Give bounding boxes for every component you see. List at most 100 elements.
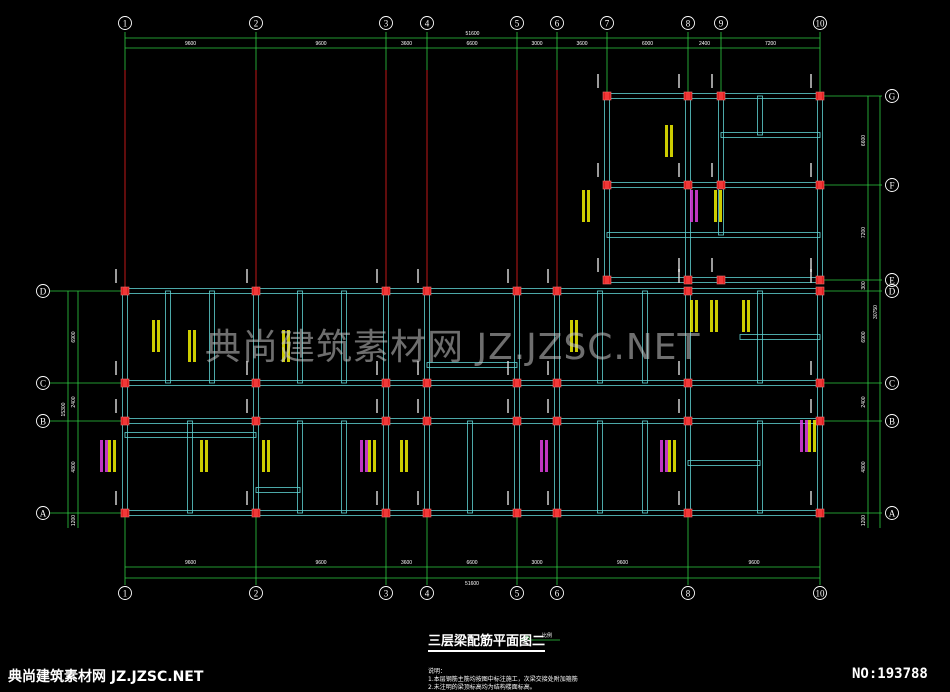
- dimension-segment: 3000: [531, 41, 542, 47]
- dimension-segment: 1200: [71, 515, 77, 526]
- dimension-segment: 6600: [466, 560, 477, 566]
- column-tag-mark: [507, 491, 509, 505]
- beam: [687, 460, 761, 466]
- reinforcement-label-mark: [665, 440, 668, 472]
- beam: [124, 432, 257, 438]
- column-tag-mark: [810, 269, 812, 283]
- column: [555, 417, 559, 425]
- axis-bubble: [681, 16, 695, 30]
- column-tag-mark: [810, 74, 812, 88]
- axis-bubble: [600, 16, 614, 30]
- dimension-segment: 3600: [401, 41, 412, 47]
- watermark: 典尚建筑素材网 JZ.JZSC.NET: [205, 327, 701, 368]
- axis-label: 8: [686, 589, 691, 599]
- serial-number: NO:193788: [852, 666, 928, 682]
- dimension-segment: 2400: [699, 41, 710, 47]
- axis-bubble: [118, 586, 132, 600]
- dimension-segment: 6600: [861, 135, 867, 146]
- reinforcement-label-mark: [582, 190, 585, 222]
- axis-bubble: [813, 16, 827, 30]
- column-tag-mark: [115, 399, 117, 413]
- reinforcement-label-mark: [200, 440, 203, 472]
- column: [686, 287, 690, 295]
- axis-label: A: [889, 509, 896, 519]
- column-tag-mark: [417, 361, 419, 375]
- column: [719, 276, 723, 284]
- note-line: 2.未注明的梁顶标高均为结构楼面标高。: [428, 684, 536, 691]
- axis-label: B: [40, 417, 46, 427]
- reinforcement-label-mark: [157, 320, 160, 352]
- column-tag-mark: [547, 491, 549, 505]
- drawing-title: 三层梁配筋平面图二: [428, 630, 546, 652]
- column-tag-mark: [115, 491, 117, 505]
- column: [425, 417, 429, 425]
- axis-label: D: [40, 287, 47, 297]
- reinforcement-label-mark: [714, 190, 717, 222]
- axis-label: D: [889, 287, 896, 297]
- axis-bubble: [885, 414, 899, 428]
- beam: [124, 288, 821, 294]
- column: [515, 509, 519, 517]
- reinforcement-label-mark: [813, 420, 816, 452]
- column-tag-mark: [678, 163, 680, 177]
- dimension-segment: 9600: [185, 560, 196, 566]
- axis-label: 4: [425, 589, 430, 599]
- dimension-segment: 1200: [861, 515, 867, 526]
- column-tag-mark: [810, 361, 812, 375]
- beam: [757, 95, 763, 136]
- column-tag-mark: [417, 399, 419, 413]
- axis-label: 9: [719, 19, 724, 29]
- beam: [606, 232, 821, 238]
- axis-bubble: [550, 586, 564, 600]
- reinforcement-label-mark: [710, 300, 713, 332]
- dimension-segment: 6600: [466, 41, 477, 47]
- dimension-segment: 6900: [71, 331, 77, 342]
- column-tag-mark: [547, 399, 549, 413]
- reinforcement-label-mark: [365, 440, 368, 472]
- column: [384, 509, 388, 517]
- reinforcement-label-mark: [188, 330, 191, 362]
- reinforcement-label-mark: [545, 440, 548, 472]
- reinforcement-label-mark: [673, 440, 676, 472]
- scale-note: 比例: [542, 633, 553, 639]
- reinforcement-label-mark: [282, 330, 285, 362]
- column: [686, 181, 690, 189]
- dimension-segment: 6000: [642, 41, 653, 47]
- reinforcement-label-mark: [113, 440, 116, 472]
- column: [254, 379, 258, 387]
- column: [818, 287, 822, 295]
- axis-label: 1: [123, 19, 128, 29]
- dimension-segment: 3600: [401, 560, 412, 566]
- dimension-total: 15300: [61, 402, 67, 416]
- axis-label: F: [889, 181, 894, 191]
- column-tag-mark: [115, 269, 117, 283]
- axis-label: 3: [384, 19, 389, 29]
- reinforcement-label-mark: [368, 440, 371, 472]
- column-tag-mark: [507, 361, 509, 375]
- column-tag-mark: [376, 399, 378, 413]
- column-tag-mark: [711, 74, 713, 88]
- reinforcement-label-mark: [373, 440, 376, 472]
- column: [254, 287, 258, 295]
- axis-bubble: [714, 16, 728, 30]
- column: [719, 92, 723, 100]
- axis-bubble: [249, 16, 263, 30]
- reinforcement-label-mark: [405, 440, 408, 472]
- beam: [757, 420, 763, 514]
- axis-label: 3: [384, 589, 389, 599]
- column: [818, 276, 822, 284]
- column-tag-mark: [376, 361, 378, 375]
- axis-bubble: [510, 586, 524, 600]
- column-tag-mark: [507, 399, 509, 413]
- beam: [297, 290, 303, 384]
- column-tag-mark: [417, 491, 419, 505]
- column-tag-mark: [810, 399, 812, 413]
- dimension-total: 30750: [873, 305, 879, 319]
- axis-bubble: [885, 284, 899, 298]
- column-tag-mark: [547, 361, 549, 375]
- reinforcement-label-mark: [193, 330, 196, 362]
- axis-label: 6: [555, 589, 560, 599]
- reinforcement-label-mark: [747, 300, 750, 332]
- axis-bubble: [510, 16, 524, 30]
- column-tag-mark: [115, 361, 117, 375]
